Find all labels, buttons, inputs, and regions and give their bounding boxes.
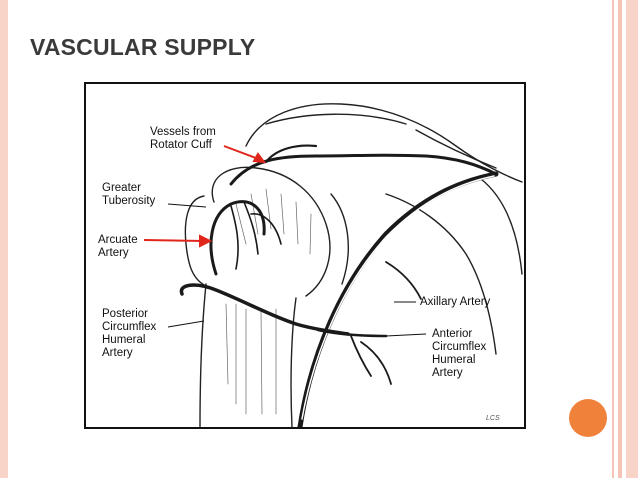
scapula-outline	[385, 193, 497, 355]
label-anterior-circumflex: Anterior Circumflex Humeral Artery	[432, 328, 487, 379]
glenoid-outline	[330, 193, 349, 285]
arrow-arcuate-head	[199, 234, 213, 248]
anterior-circumflex-branch	[350, 335, 392, 385]
label-vessels-from-rotator-cuff: Vessels from Rotator Cuff	[150, 126, 216, 151]
greater-tuberosity-outline	[184, 195, 207, 287]
label-greater-tuberosity: Greater Tuberosity	[102, 182, 156, 207]
label-arcuate-artery: Arcuate Artery	[98, 234, 138, 259]
arrow-arcuate	[143, 239, 205, 242]
artist-signature: LCS	[486, 415, 500, 422]
coracoid-outline	[415, 129, 497, 169]
clavicle-outline	[265, 113, 407, 125]
slide-border-stripe	[0, 0, 8, 478]
axillary-branch	[385, 261, 422, 300]
slide-border-stripe	[626, 0, 638, 478]
leader-anterior-circumflex	[385, 333, 427, 337]
rotator-cuff-vessels	[229, 153, 498, 186]
humeral-head-outline	[211, 166, 331, 297]
slide-title: VASCULAR SUPPLY	[30, 34, 256, 60]
axillary-artery-inner	[301, 175, 495, 420]
slide-border-stripe	[612, 0, 614, 478]
rotator-cuff-branch	[264, 144, 318, 164]
arrow-rotator-cuff-head	[252, 152, 267, 164]
leader-posterior-circumflex	[167, 320, 205, 328]
slide-accent-dot	[569, 399, 607, 437]
arcuate-branches	[230, 201, 282, 270]
slide-border-stripe	[618, 0, 622, 478]
humeral-shaft-right	[290, 297, 297, 427]
leader-greater-tuberosity	[167, 203, 207, 208]
humeral-shaft-left	[199, 283, 207, 427]
arcuate-artery	[209, 200, 266, 276]
acromion-outline	[245, 103, 523, 183]
axillary-artery	[297, 171, 499, 427]
anterior-circumflex-artery	[316, 328, 388, 338]
scapula-outline-2	[480, 178, 523, 275]
label-axillary-artery: Axillary Artery	[420, 296, 491, 308]
label-posterior-circumflex: Posterior Circumflex Humeral Artery	[102, 308, 157, 359]
anatomy-illustration: Vessels from Rotator Cuff Greater Tubero…	[84, 82, 526, 429]
shoulder-vascular-diagram	[143, 103, 523, 427]
posterior-circumflex-artery	[179, 283, 350, 336]
